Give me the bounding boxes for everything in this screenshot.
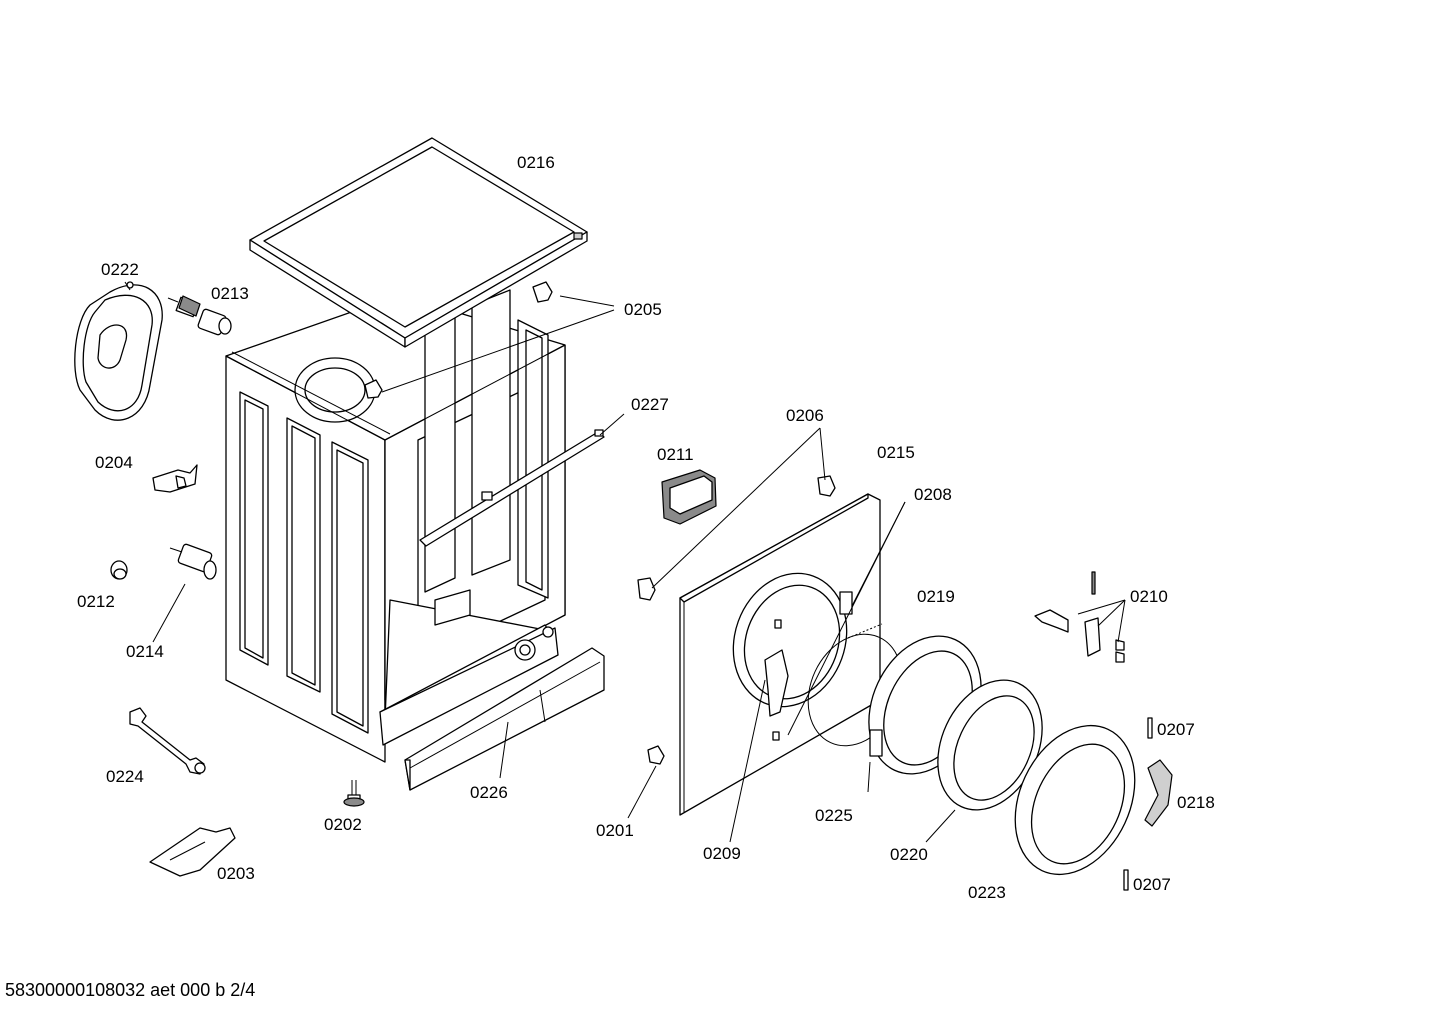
label-0202: 0202 bbox=[324, 815, 362, 834]
label-0201: 0201 bbox=[596, 821, 634, 840]
label-0214: 0214 bbox=[126, 642, 164, 661]
front-panel bbox=[679, 493, 881, 816]
door-outer-ring bbox=[1014, 724, 1136, 876]
part-labels: 0216 0222 0213 0205 0227 0204 0206 0211 … bbox=[77, 153, 1215, 902]
label-0207-lower: 0207 bbox=[1133, 875, 1171, 894]
label-0226: 0226 bbox=[470, 783, 508, 802]
label-0218: 0218 bbox=[1177, 793, 1215, 812]
button-knob bbox=[647, 745, 665, 765]
label-0206: 0206 bbox=[786, 406, 824, 425]
pump-cover bbox=[74, 281, 163, 421]
leader-lines bbox=[124, 281, 1126, 843]
hose-bracket bbox=[152, 464, 198, 493]
small-knob bbox=[110, 560, 128, 580]
label-0213: 0213 bbox=[211, 284, 249, 303]
label-0205: 0205 bbox=[624, 300, 662, 319]
label-0212: 0212 bbox=[77, 592, 115, 611]
label-0227: 0227 bbox=[631, 395, 669, 414]
door-hinges bbox=[637, 475, 836, 601]
label-0207-upper: 0207 bbox=[1157, 720, 1195, 739]
label-0225: 0225 bbox=[815, 806, 853, 825]
cabinet-housing bbox=[225, 289, 566, 763]
plinth-panel bbox=[404, 647, 605, 791]
door-glass bbox=[937, 679, 1043, 811]
wrench-tool bbox=[129, 707, 206, 775]
label-0220: 0220 bbox=[890, 845, 928, 864]
label-0211: 0211 bbox=[657, 445, 694, 464]
adjustable-foot bbox=[343, 780, 365, 807]
label-0215: 0215 bbox=[877, 443, 915, 462]
label-0209: 0209 bbox=[703, 844, 741, 863]
door-lock bbox=[661, 469, 717, 525]
bracket-clips bbox=[364, 281, 553, 399]
hinge-set bbox=[1034, 571, 1125, 663]
label-0223: 0223 bbox=[968, 883, 1006, 902]
label-0203: 0203 bbox=[217, 864, 255, 883]
top-cover-panel bbox=[249, 137, 588, 348]
circulation-pump bbox=[169, 543, 217, 580]
transport-plate bbox=[149, 827, 236, 877]
label-0208: 0208 bbox=[914, 485, 952, 504]
label-0216: 0216 bbox=[517, 153, 555, 172]
label-0222: 0222 bbox=[101, 260, 139, 279]
label-0204: 0204 bbox=[95, 453, 133, 472]
label-0224: 0224 bbox=[106, 767, 144, 786]
label-0210: 0210 bbox=[1130, 587, 1168, 606]
door-handle bbox=[1144, 759, 1173, 827]
document-code-footer: 58300000108032 aet 000 b 2/4 bbox=[5, 980, 256, 1000]
label-0219: 0219 bbox=[917, 587, 955, 606]
door-pins bbox=[1123, 717, 1153, 891]
drain-pump bbox=[167, 295, 232, 336]
